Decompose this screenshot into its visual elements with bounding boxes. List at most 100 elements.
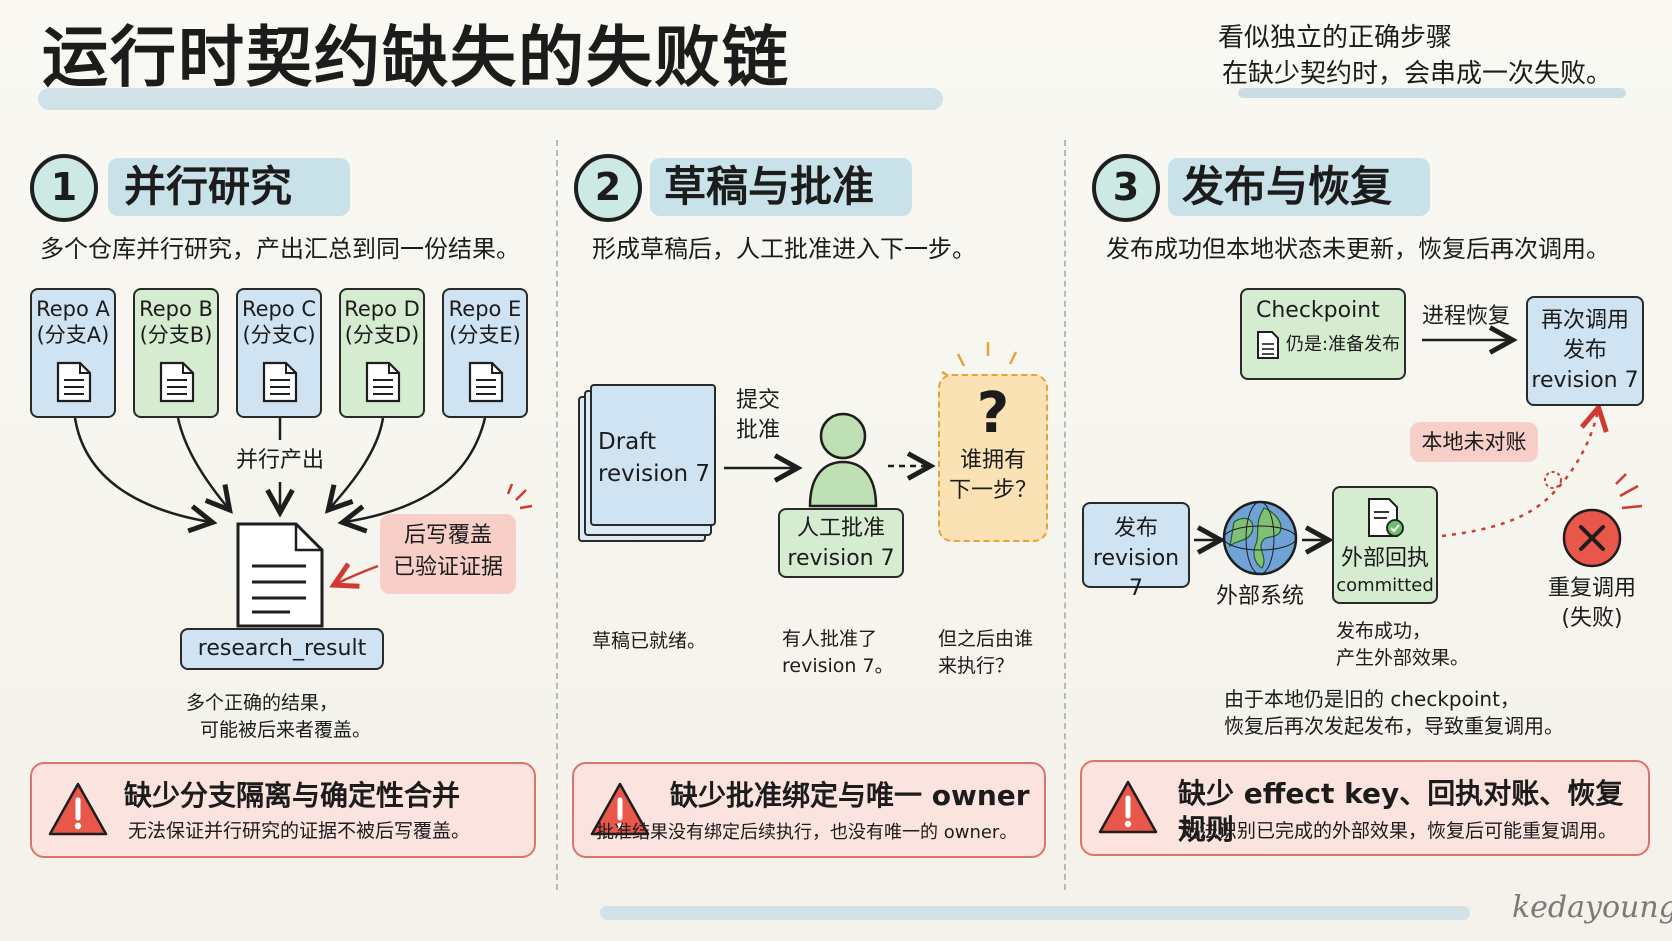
approval-line-2: revision 7 <box>787 546 895 571</box>
question-mark-icon: ? <box>976 381 1010 446</box>
receipt-line-1: 外部回执 <box>1340 546 1429 571</box>
repo-branch: (分支D) <box>344 323 420 347</box>
warning-subtitle: 批准结果没有绑定后续执行，也没有唯一的 owner。 <box>596 822 1018 843</box>
section-description-3: 发布成功但本地状态未更新，恢复后再次调用。 <box>1106 235 1610 263</box>
alert-marks-1 <box>506 483 533 510</box>
parallel-output-label: 并行产出 <box>236 448 325 473</box>
repo-box-b: Repo B (分支B) <box>133 288 219 418</box>
draft-line-1: Draft <box>598 429 656 455</box>
reinvoke-line-3: revision 7 <box>1531 368 1639 393</box>
page-subtitle: 看似独立的正确步骤 在缺少契约时，会串成一次失败。 <box>1218 20 1658 92</box>
caption-line-2: 可能被后来者覆盖。 <box>200 719 372 741</box>
resume-label: 进程恢复 <box>1422 304 1511 329</box>
submit-approval-label: 提交 批准 <box>730 386 786 446</box>
checkpoint-title: Checkpoint <box>1256 298 1380 323</box>
receipt-line-2: committed <box>1336 575 1434 596</box>
approval-line-1: 人工批准 <box>796 516 885 541</box>
section-title-highlight-1 <box>108 158 350 216</box>
warning-triangle-icon <box>590 782 650 836</box>
section-number-3: 3 <box>1092 154 1160 222</box>
repo-name: Repo D <box>344 297 420 321</box>
footer-underline <box>600 906 1470 920</box>
research-result-box: research_result <box>180 628 384 670</box>
section-divider-2 <box>1064 140 1066 890</box>
section-number-1: 1 <box>30 154 98 222</box>
repo-branch: (分支C) <box>242 323 316 347</box>
checkpoint-box: Checkpoint 仍是:准备发布 <box>1240 288 1406 380</box>
duplicate-line-1: 重复调用 <box>1547 576 1636 601</box>
subtitle-underline <box>1238 88 1626 98</box>
section-2-caption-2: 有人批准了 revision 7。 <box>782 626 894 680</box>
warning-box-2: 缺少批准绑定与唯一 owner 批准结果没有绑定后续执行，也没有唯一的 owne… <box>572 762 1046 858</box>
warning-box-1: 缺少分支隔离与确定性合并 无法保证并行研究的证据不被后写覆盖。 <box>30 762 536 858</box>
repo-box-a: Repo A (分支A) <box>30 288 116 418</box>
subtitle-line-2: 在缺少契约时，会串成一次失败。 <box>1222 59 1613 89</box>
reinvoke-line-2: 发布 <box>1562 338 1607 363</box>
owner-line-2: 下一步？ <box>948 478 1037 503</box>
repo-box-d: Repo D (分支D) <box>339 288 425 418</box>
external-system-label: 外部系统 <box>1215 584 1304 609</box>
repo-name: Repo E <box>448 297 522 321</box>
warning-title: 缺少 effect key、回执对账、恢复规则 <box>1178 777 1624 846</box>
caption-line-2: 恢复后再次发起发布，导致重复调用。 <box>1224 714 1564 738</box>
duplicate-call-label: 重复调用 (失败) <box>1538 574 1646 634</box>
caption-line-2: 产生外部效果。 <box>1336 647 1470 669</box>
warning-subtitle: 无法识别已完成的外部效果，恢复后可能重复调用。 <box>1180 820 1618 842</box>
receipt-check-icon <box>1368 498 1404 537</box>
unreconciled-pill: 本地未对账 <box>1410 422 1538 462</box>
caption-line-2: 来执行？ <box>938 655 1015 677</box>
section-description-2: 形成草稿后，人工批准进入下一步。 <box>592 235 976 263</box>
owner-question-box: ? 谁拥有 下一步？ <box>938 374 1048 542</box>
document-icon <box>468 361 504 403</box>
duplicate-line-2: (失败) <box>1561 606 1623 631</box>
caption-line-1: 有人批准了 <box>782 628 878 650</box>
caption-line-2: revision 7。 <box>782 655 894 677</box>
warning-box-3: 缺少 effect key、回执对账、恢复规则 无法识别已完成的外部效果，恢复后… <box>1080 760 1650 856</box>
document-icon <box>1257 331 1279 359</box>
external-receipt-box: 外部回执 committed <box>1332 486 1438 604</box>
reinvoke-box: 再次调用 发布 revision 7 <box>1526 296 1644 406</box>
author-signature: kedayoung <box>1512 890 1672 925</box>
section-title-1: 并行研究 <box>124 162 293 211</box>
title-underline <box>38 88 943 110</box>
subtitle-line-1: 看似独立的正确步骤 <box>1218 23 1453 53</box>
section-divider-1 <box>556 140 558 890</box>
arrow-repo-e-to-result <box>345 417 487 522</box>
submit-line-2: 批准 <box>735 418 780 443</box>
arrow-repo-b-to-result <box>176 417 228 508</box>
repo-name: Repo B <box>139 297 213 321</box>
result-document-icon <box>236 522 324 628</box>
failure-x-icon <box>1562 508 1622 568</box>
caption-line-1: 发布成功， <box>1336 620 1432 642</box>
publish-line-2: revision 7 <box>1092 546 1180 601</box>
repo-box-c: Repo C (分支C) <box>236 288 322 418</box>
overwrite-warning-pill: 后写覆盖 已验证证据 <box>380 514 516 594</box>
caption-line-1: 多个正确的结果， <box>186 692 339 714</box>
draft-document: Draft revision 7 <box>590 384 716 526</box>
globe-icon <box>1222 500 1298 576</box>
repo-box-e: Repo E (分支E) <box>442 288 528 418</box>
section-description-1: 多个仓库并行研究，产出汇总到同一份结果。 <box>40 235 520 263</box>
overwrite-line-1: 后写覆盖 <box>403 523 492 548</box>
document-icon <box>159 361 195 403</box>
arrow-repo-d-to-result <box>330 417 385 508</box>
alert-marks-3 <box>1615 473 1643 510</box>
repo-name: Repo C <box>241 297 317 321</box>
publish-box: 发布 revision 7 <box>1082 502 1190 601</box>
loop-mark <box>1544 471 1562 489</box>
section-1-caption: 多个正确的结果， 可能被后来者覆盖。 <box>186 690 371 744</box>
section-title-3: 发布与恢复 <box>1182 162 1393 211</box>
section-2-caption-3: 但之后由谁 来执行？ <box>938 626 1033 680</box>
repo-branch: (分支B) <box>139 323 213 347</box>
caption-line-1: 但之后由谁 <box>938 628 1034 650</box>
warning-triangle-icon <box>1098 780 1158 834</box>
person-icon <box>808 412 878 508</box>
repo-branch: (分支A) <box>36 323 110 347</box>
owner-line-1: 谁拥有 <box>959 448 1026 473</box>
section-title-2: 草稿与批准 <box>664 162 875 211</box>
document-icon <box>56 361 92 403</box>
warning-title: 缺少批准绑定与唯一 owner <box>670 779 1030 812</box>
arrow-repo-a-to-result <box>73 417 210 522</box>
submit-line-1: 提交 <box>735 388 780 413</box>
